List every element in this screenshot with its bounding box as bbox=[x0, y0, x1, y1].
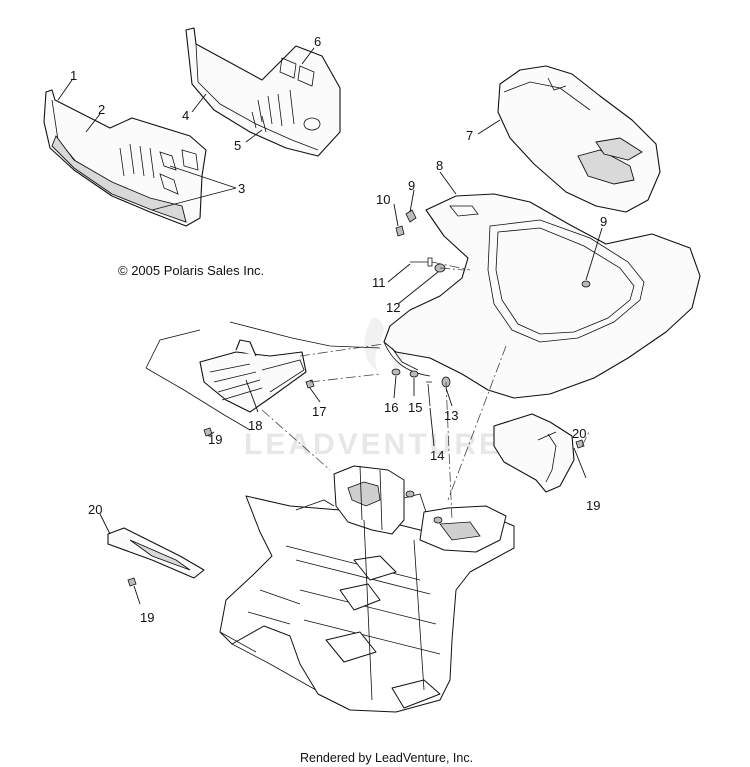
callout-13: 13 bbox=[444, 408, 458, 423]
callout-4: 4 bbox=[182, 108, 189, 123]
callout-labels: 1 2 3 4 5 6 7 8 9 9 10 11 12 13 14 15 16… bbox=[70, 34, 607, 625]
seat-part bbox=[497, 65, 661, 213]
callout-15: 15 bbox=[408, 400, 422, 415]
copyright-text: © 2005 Polaris Sales Inc. bbox=[118, 263, 264, 278]
bolt-10-icon bbox=[395, 225, 405, 237]
callout-7: 7 bbox=[466, 128, 473, 143]
fastener-19a-icon bbox=[203, 427, 213, 437]
vehicle-frame bbox=[219, 465, 515, 713]
callout-20-left: 20 bbox=[88, 502, 102, 517]
bracket-left-part bbox=[107, 527, 205, 579]
clip-9-icon bbox=[405, 209, 417, 223]
callout-14: 14 bbox=[430, 448, 444, 463]
rear-fender-part bbox=[383, 193, 701, 399]
callout-3: 3 bbox=[238, 181, 245, 196]
callout-12: 12 bbox=[386, 300, 400, 315]
nut-17-icon bbox=[305, 379, 315, 389]
callout-10: 10 bbox=[376, 192, 390, 207]
watermark-text: LEADVENTURE bbox=[244, 428, 502, 461]
callout-2: 2 bbox=[98, 102, 105, 117]
callout-9-top: 9 bbox=[408, 178, 415, 193]
bracket-right-part bbox=[493, 413, 575, 493]
rear-rack-part bbox=[199, 339, 307, 413]
callout-20-right: 20 bbox=[572, 426, 586, 441]
callout-8: 8 bbox=[436, 158, 443, 173]
callout-19-bottom: 19 bbox=[140, 610, 154, 625]
callout-18: 18 bbox=[248, 418, 262, 433]
fastener-19c-icon bbox=[127, 577, 137, 587]
washer-16-icon bbox=[391, 368, 401, 376]
nut-15-icon bbox=[409, 370, 419, 378]
callout-9-right: 9 bbox=[600, 214, 607, 229]
callout-11: 11 bbox=[372, 275, 386, 290]
side-panel-outline bbox=[145, 321, 381, 431]
right-footwell-part bbox=[185, 27, 341, 157]
bolt-14-icon bbox=[426, 381, 432, 407]
callout-16: 16 bbox=[384, 400, 398, 415]
callout-6: 6 bbox=[314, 34, 321, 49]
leader-lines bbox=[57, 47, 603, 605]
callout-19-left: 19 bbox=[208, 432, 222, 447]
footer-credit: Rendered by LeadVenture, Inc. bbox=[300, 751, 473, 765]
callout-19-right: 19 bbox=[586, 498, 600, 513]
callout-1: 1 bbox=[70, 68, 77, 83]
bolt-11-icon bbox=[410, 257, 433, 267]
callout-5: 5 bbox=[234, 138, 241, 153]
callout-17: 17 bbox=[312, 404, 326, 419]
assembly-lines bbox=[261, 261, 591, 521]
